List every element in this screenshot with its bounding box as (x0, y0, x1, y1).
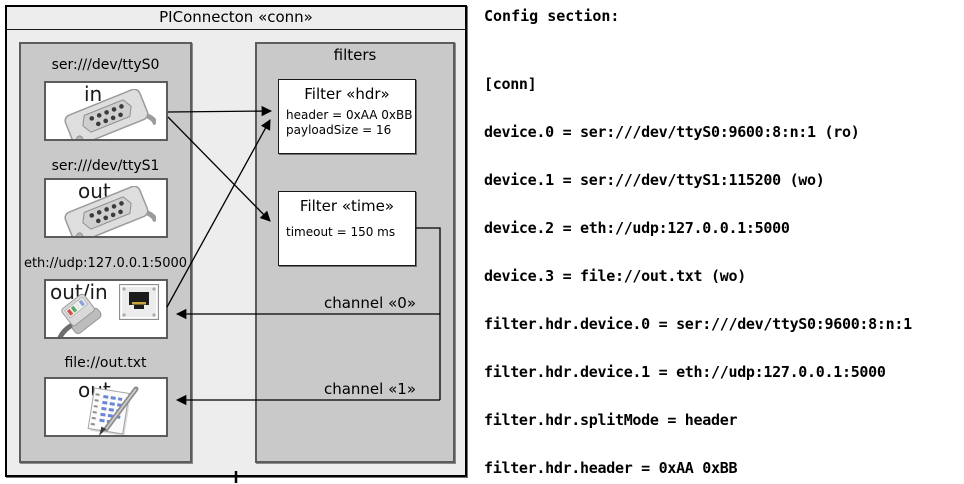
filter-hdr-title: Filter «hdr» (304, 85, 390, 103)
config-line: filter.hdr.device.1 = eth://udp:127.0.0.… (484, 363, 886, 381)
config-line: [conn] (484, 75, 537, 93)
device-box-file: out (44, 377, 168, 437)
device-box-ttys1: out (44, 178, 168, 238)
filter-hdr-prop-payloadsize: payloadSize = 16 (286, 123, 392, 137)
device-url-label-ttys1: ser:///dev/ttyS1 (51, 158, 160, 174)
port-label: out (78, 179, 111, 203)
device-box-ttys0: in (44, 81, 168, 141)
notepad-pen-icon (87, 386, 139, 435)
config-line: filter.hdr.splitMode = header (484, 411, 738, 429)
filter-time-box: Filter «time» timeout = 150 ms (278, 191, 416, 266)
config-line: device.2 = eth://udp:127.0.0.1:5000 (484, 219, 790, 237)
filter-time-prop-timeout: timeout = 150 ms (286, 225, 396, 239)
filters-panel-title: filters (333, 46, 377, 64)
config-line: device.3 = file://out.txt (wo) (484, 267, 746, 285)
config-text-block: [conn] device.0 = ser:///dev/ttyS0:9600:… (484, 44, 921, 484)
serial-connector-icon (64, 89, 156, 139)
filter-time-title: Filter «time» (299, 197, 395, 215)
channel-0-label: channel «0» (323, 294, 416, 312)
channel-1-label: channel «1» (323, 380, 416, 398)
config-line: device.1 = ser:///dev/ttyS1:115200 (wo) (484, 171, 825, 189)
port-label: in (84, 82, 103, 106)
port-label: out/in (50, 280, 108, 304)
config-line: filter.hdr.device.0 = ser:///dev/ttyS0:9… (484, 315, 912, 333)
config-line: filter.hdr.header = 0xAA 0xBB (484, 459, 738, 477)
ethernet-port-icon (119, 284, 159, 320)
rj45-plug-icon (57, 293, 102, 337)
device-url-label-file: file://out.txt (64, 355, 147, 371)
filter-hdr-prop-header: header = 0xAA 0xBB (286, 108, 413, 122)
filter-hdr-box: Filter «hdr» header = 0xAA 0xBB payloadS… (278, 79, 416, 154)
device-url-label-eth: eth://udp:127.0.0.1:5000 (23, 256, 188, 271)
config-line: device.0 = ser:///dev/ttyS0:9600:8:n:1 (… (484, 123, 860, 141)
config-section-title: Config section: (484, 7, 620, 25)
device-box-eth: out/in (44, 279, 168, 339)
diagram-title: PIConnecton «conn» (7, 5, 465, 30)
serial-connector-icon (64, 186, 156, 236)
device-url-label-ttys0: ser:///dev/ttyS0 (51, 57, 160, 73)
